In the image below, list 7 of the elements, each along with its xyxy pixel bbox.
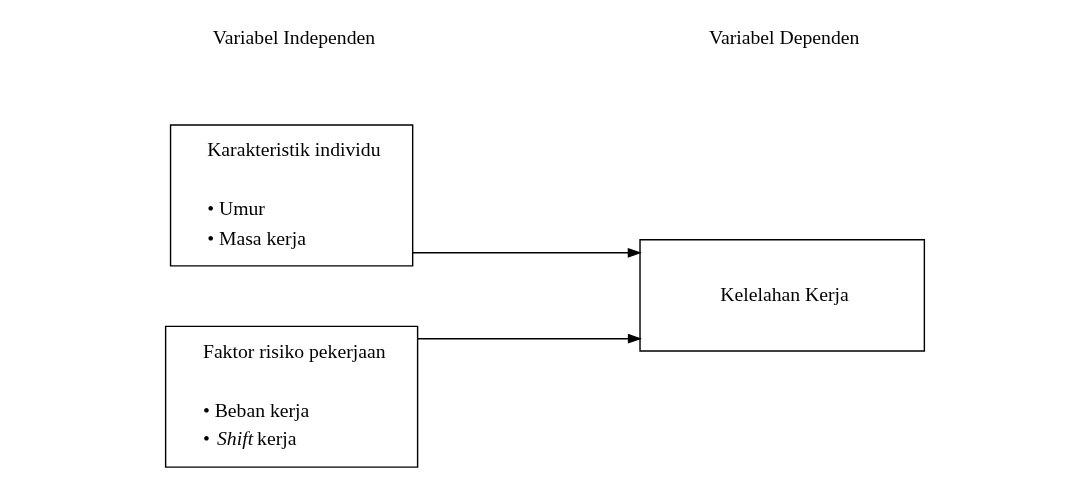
node-box: Kelelahan Kerja <box>639 239 926 352</box>
node-box: Faktor risiko pekerjaan • Beban kerja • Shift kerja <box>164 325 419 468</box>
label: Variabel Dependen <box>708 26 860 49</box>
label: Variabel Independen <box>212 26 376 49</box>
arrow <box>412 247 642 258</box>
node-box: Karakteristik individu • Umur • Masa kerja <box>169 124 414 267</box>
arrow <box>417 333 642 344</box>
